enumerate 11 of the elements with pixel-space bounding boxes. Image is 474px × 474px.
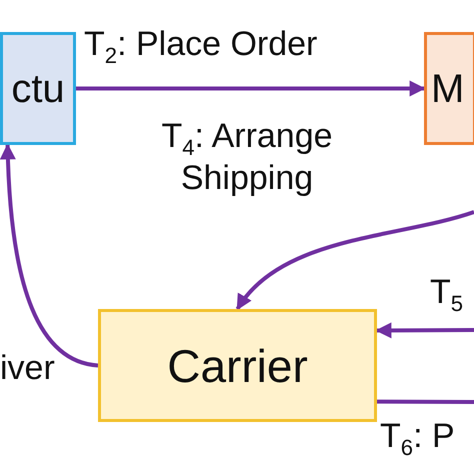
node-label: Carrier: [167, 342, 308, 388]
arrow: [375, 322, 474, 338]
process-box: [424, 32, 474, 145]
process-box: [0, 32, 76, 145]
connector-line: [377, 400, 474, 404]
arrow: [76, 80, 426, 96]
arrow: [0, 143, 98, 368]
process-box: [98, 309, 377, 422]
node-label: ctu: [11, 68, 65, 108]
arrow: [236, 210, 474, 310]
node-label: M: [431, 68, 464, 108]
